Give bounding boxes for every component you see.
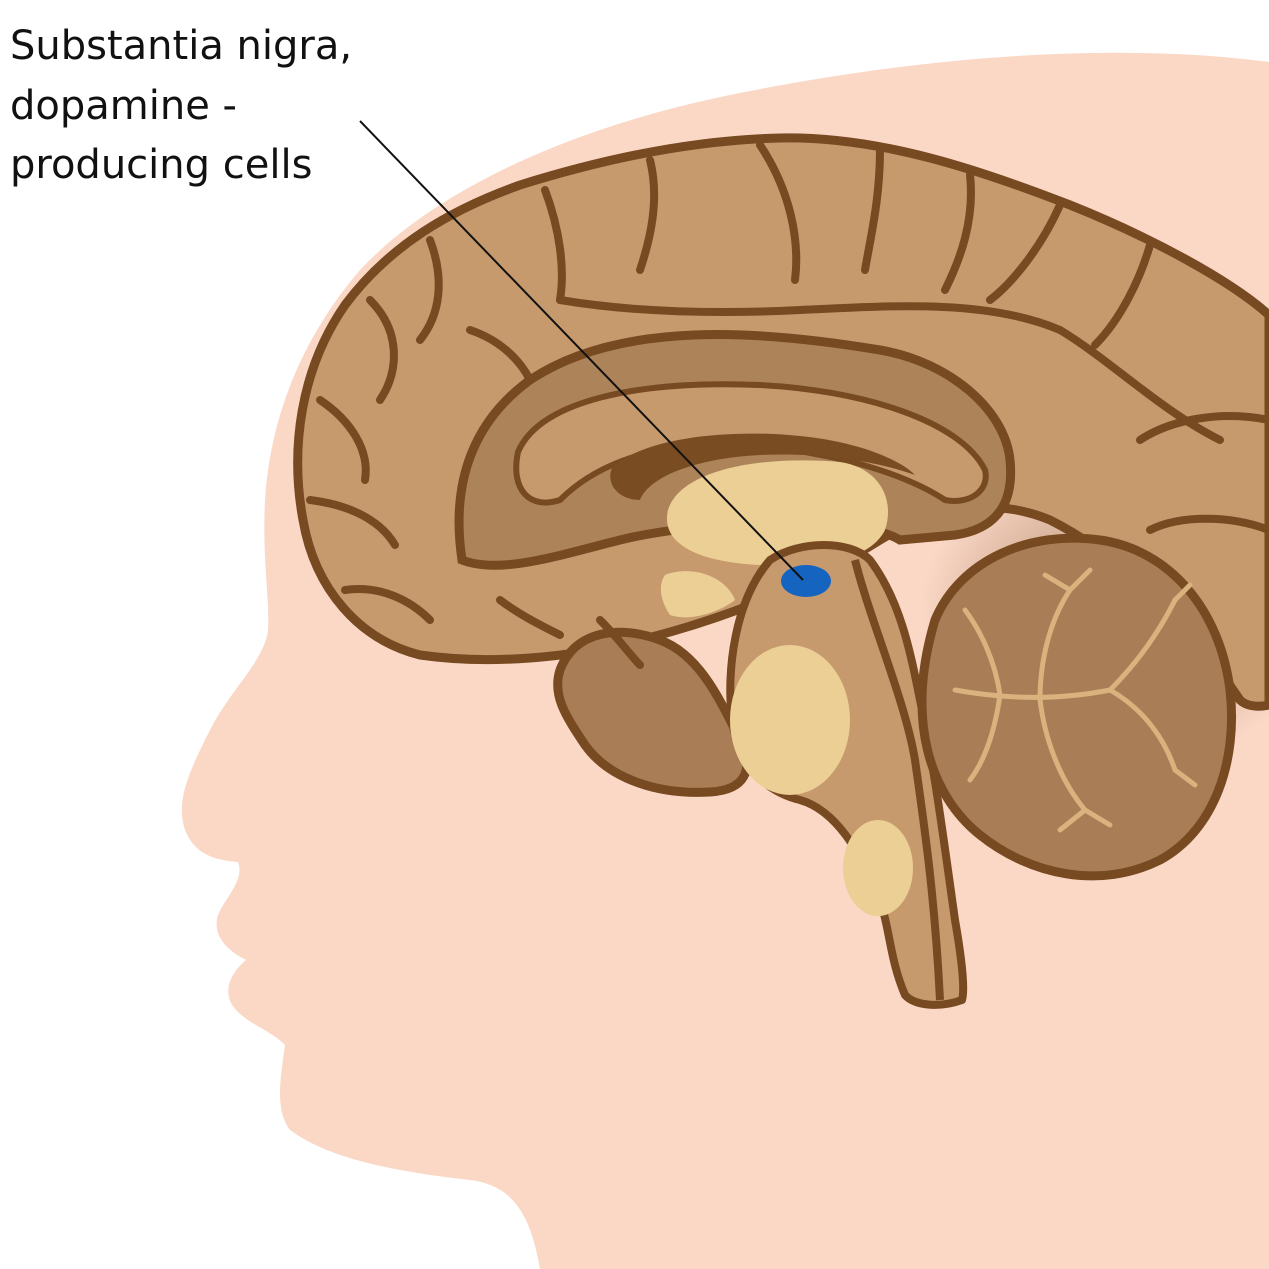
leader-line [359,120,804,581]
thalamus [666,460,888,566]
fourth-ventricle [851,559,944,1001]
label-line-1: Substantia nigra, [10,23,353,69]
hypothalamus [660,571,735,618]
cerebral-gyri [306,141,1269,669]
pons [730,645,850,795]
medulla [843,820,913,916]
substantia-nigra [781,565,831,597]
label-line-3: producing cells [10,142,313,188]
arbor-vitae [952,567,1198,833]
label-line-2: dopamine - [10,83,237,129]
cerebellum [917,533,1237,881]
lateral-ventricle [610,433,915,500]
temporal-lobe [553,627,752,797]
